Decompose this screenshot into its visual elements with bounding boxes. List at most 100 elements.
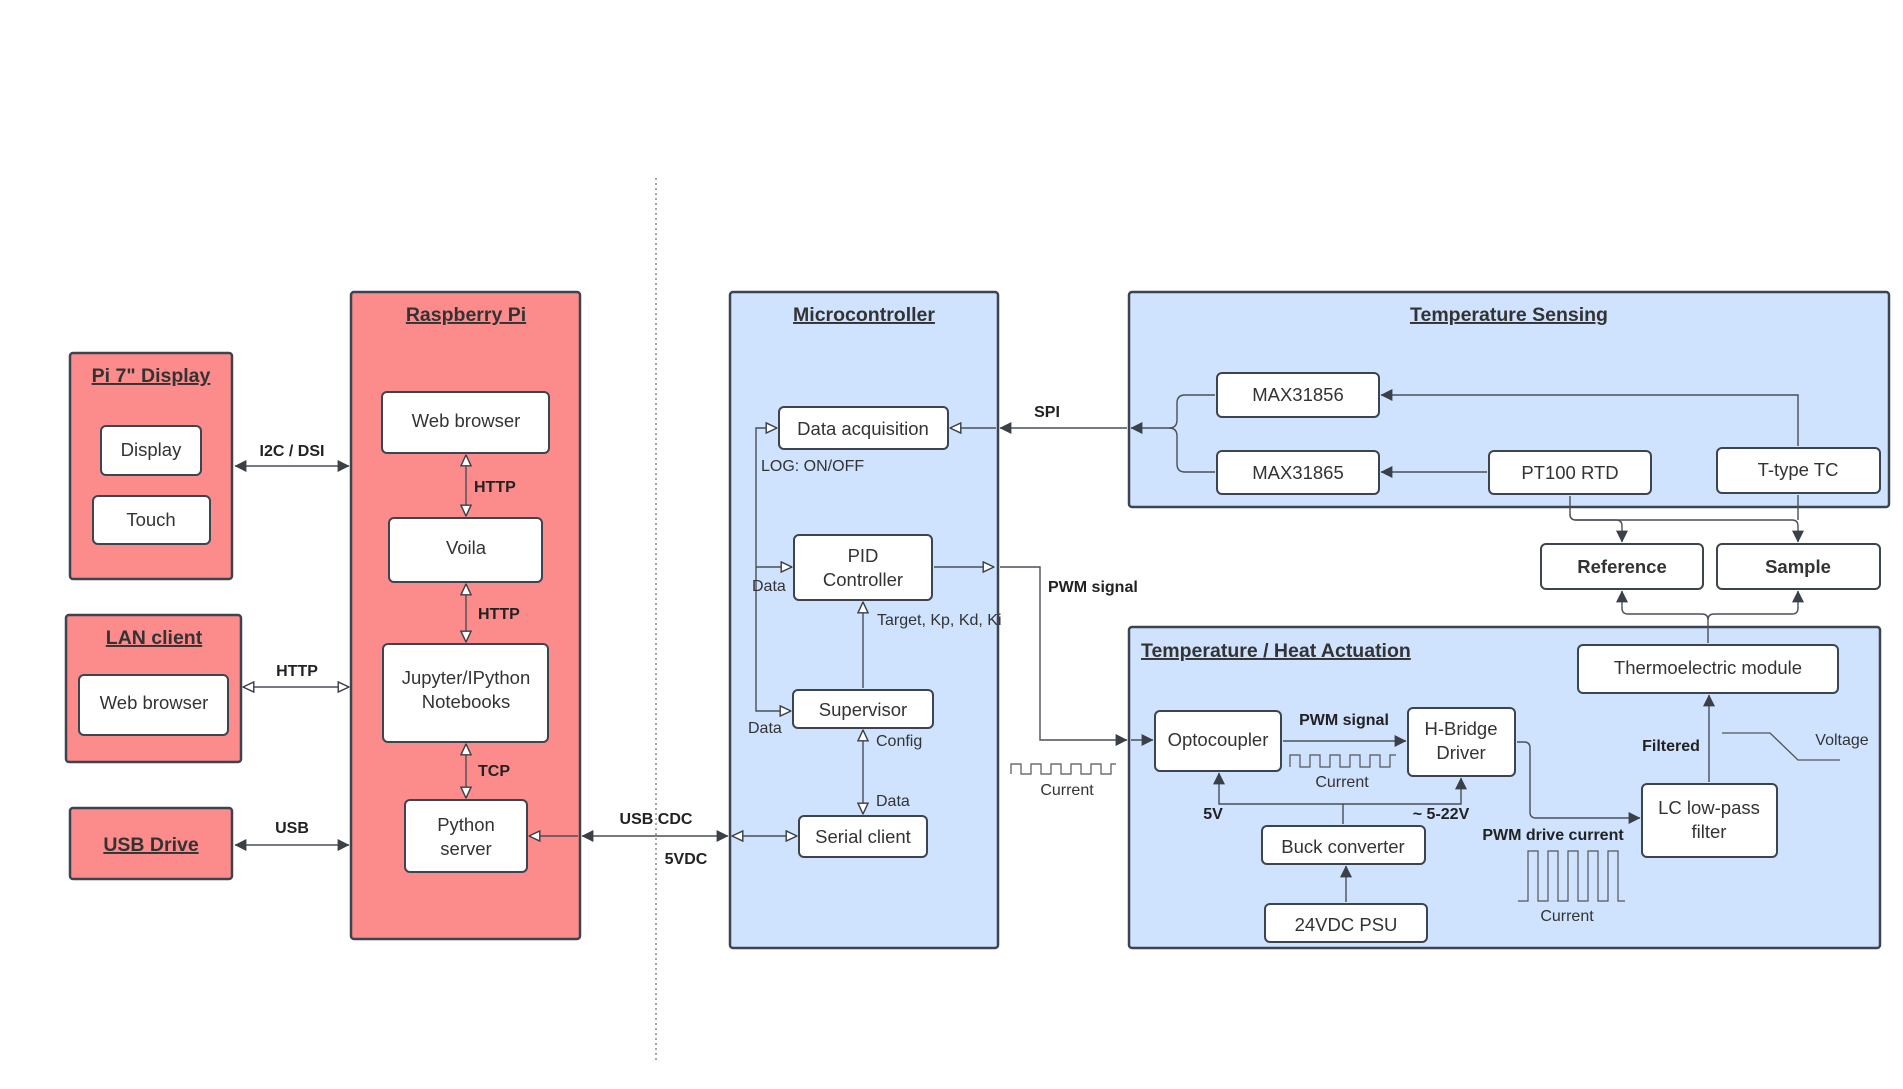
pi-display-title: Pi 7" Display [92,365,211,387]
label-5v: 5V [1203,806,1223,823]
svg-text:Supervisor: Supervisor [819,699,907,720]
node-hbridge-driver: H-Bridge Driver [1407,707,1516,777]
edge-max31856-bus [1130,394,1215,434]
node-pi-web-browser: Web browser [381,391,550,454]
label-voltage: Voltage [1815,732,1868,749]
label-pwm-signal-opto: PWM signal [1299,712,1389,729]
node-jupyter-notebooks: Jupyter/IPython Notebooks [382,643,549,743]
svg-text:Web browser: Web browser [412,410,521,431]
svg-text:24VDC PSU: 24VDC PSU [1295,914,1398,935]
node-optocoupler: Optocoupler [1154,710,1282,772]
heat-actuation-title: Temperature / Heat Actuation [1141,640,1411,662]
edge-data-loop [755,428,791,711]
node-display: Display [100,425,202,476]
label-http-lan: HTTP [276,663,318,680]
label-i2c-dsi: I2C / DSI [260,443,325,460]
waveform-current-drive [1518,850,1625,902]
node-lc-filter: LC low-pass filter [1641,783,1778,858]
lan-client-title: LAN client [106,627,203,649]
edge-ttype-max31856 [1380,389,1799,446]
label-current-opto: Current [1315,774,1369,791]
label-target: Target, Kp, Kd, Ki [877,612,1002,629]
edge-buck-5-22v [1343,777,1467,805]
raspberry-pi-title: Raspberry Pi [406,304,526,326]
label-filtered: Filtered [1642,738,1700,755]
temperature-sensing-title: Temperature Sensing [1410,304,1608,326]
waveform-voltage [1722,732,1840,761]
svg-text:Thermoelectric module: Thermoelectric module [1614,657,1802,678]
svg-text:LC low-pass: LC low-pass [1658,797,1760,818]
svg-text:Driver: Driver [1436,742,1485,763]
svg-text:server: server [440,838,491,859]
label-current-drive: Current [1540,908,1594,925]
label-pwm-signal-mcu: PWM signal [1048,579,1138,596]
edge-hbridge-lc [1517,741,1641,824]
node-max31865: MAX31865 [1216,450,1380,495]
group-heat-actuation: Temperature / Heat Actuation [1127,625,1882,950]
svg-text:Touch: Touch [126,509,175,530]
group-microcontroller: Microcontroller [728,290,1000,950]
svg-text:Buck converter: Buck converter [1281,836,1404,857]
node-pid-controller: PID Controller [793,534,933,601]
node-sample: Sample [1716,543,1881,590]
label-http-web-voila: HTTP [474,479,516,496]
edge-max31865-bus [1168,427,1215,473]
label-log: LOG: ON/OFF [761,458,864,475]
label-usb: USB [275,820,309,837]
node-lan-web-browser: Web browser [78,674,229,736]
label-data-supervisor: Data [748,720,782,737]
node-serial-client: Serial client [798,815,928,858]
svg-text:PID: PID [848,545,879,566]
label-config: Config [876,733,922,750]
edge-pt100-sample [1569,513,1804,543]
svg-text:T-type TC: T-type TC [1758,459,1839,480]
svg-text:MAX31865: MAX31865 [1252,462,1344,483]
label-usb-cdc: USB CDC [620,811,693,828]
svg-text:Jupyter/IPython: Jupyter/IPython [402,667,531,688]
label-http-voila-jupyter: HTTP [478,606,520,623]
svg-text:Optocoupler: Optocoupler [1168,729,1269,750]
svg-text:PT100 RTD: PT100 RTD [1521,462,1618,483]
edge-buck-5v [1213,772,1344,824]
label-pwm-drive-current: PWM drive current [1482,827,1624,844]
node-buck-converter: Buck converter [1261,825,1426,865]
group-usb-drive: USB Drive [68,806,234,881]
node-supervisor: Supervisor [792,689,934,729]
waveform-current-mcu [1010,763,1116,775]
label-5vdc: 5VDC [665,851,708,868]
label-data-pid: Data [752,578,786,595]
svg-text:MAX31856: MAX31856 [1252,384,1344,405]
node-pt100-rtd: PT100 RTD [1488,450,1652,495]
svg-text:Web browser: Web browser [100,692,209,713]
label-current-mcu: Current [1040,782,1094,799]
svg-text:Notebooks: Notebooks [422,691,510,712]
edge-tem-sample [1707,590,1804,621]
label-tcp: TCP [478,763,510,780]
waveform-current-opto [1289,754,1396,768]
node-24vdc-psu: 24VDC PSU [1264,903,1428,943]
svg-text:Reference: Reference [1577,556,1666,577]
node-touch: Touch [92,495,211,545]
svg-text:Python: Python [437,814,495,835]
node-reference: Reference [1540,543,1704,590]
svg-text:Display: Display [121,439,182,460]
svg-text:Sample: Sample [1765,556,1831,577]
svg-text:Serial client: Serial client [815,826,911,847]
usb-drive-title: USB Drive [103,834,199,856]
svg-text:Controller: Controller [823,569,903,590]
node-ttype-tc: T-type TC [1716,447,1881,494]
label-5-22v: ~ 5-22V [1413,806,1470,823]
node-data-acquisition: Data acquisition [778,406,949,450]
label-data-serial: Data [876,793,910,810]
svg-text:Data acquisition: Data acquisition [797,418,929,439]
label-spi: SPI [1034,404,1060,421]
microcontroller-title: Microcontroller [793,304,935,326]
node-max31856: MAX31856 [1216,372,1380,418]
node-voila: Voila [388,517,543,583]
svg-text:filter: filter [1692,821,1727,842]
node-thermoelectric-module: Thermoelectric module [1577,644,1839,694]
edge-pwm-signal [1000,566,1128,746]
node-python-server: Python server [404,799,528,873]
svg-text:H-Bridge: H-Bridge [1425,718,1498,739]
